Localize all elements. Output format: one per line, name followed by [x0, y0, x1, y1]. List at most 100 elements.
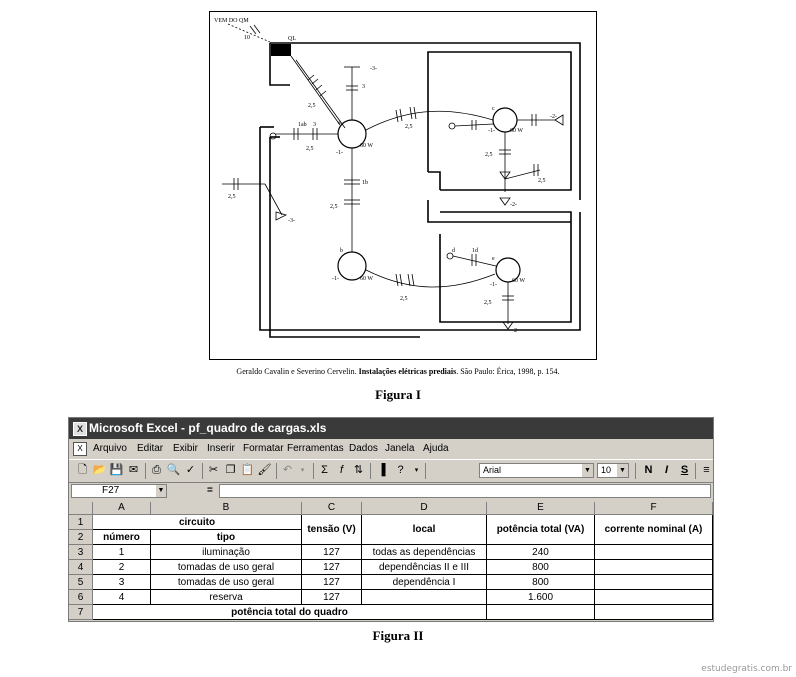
cell-c6[interactable]: 127 — [302, 590, 362, 605]
font-name-select[interactable]: Arial ▼ — [479, 463, 594, 478]
cell-f6[interactable] — [595, 590, 713, 605]
toolbar-separator — [370, 463, 371, 479]
menu-dados[interactable]: Dados — [349, 443, 378, 454]
select-all-corner[interactable] — [69, 502, 93, 515]
cut-icon[interactable]: ✂ — [208, 464, 219, 476]
total-label-cell[interactable]: potência total do quadro — [93, 605, 487, 620]
figure2-caption: Figura II — [372, 628, 424, 643]
underline-icon[interactable]: S — [680, 464, 689, 476]
function-icon[interactable]: f — [339, 464, 344, 476]
undo-dropdown-icon[interactable]: ▾ — [300, 467, 305, 474]
toolbar-options-icon[interactable]: ▾ — [414, 467, 419, 474]
undo-icon[interactable]: ↶ — [282, 464, 293, 476]
excel-window: X Microsoft Excel - pf_quadro de cargas.… — [68, 417, 714, 622]
cell-b3[interactable]: iluminação — [151, 545, 302, 560]
lamp-b-power: 60 W — [360, 276, 373, 282]
save-icon[interactable]: 💾 — [109, 464, 124, 476]
cell-a5[interactable]: 3 — [93, 575, 151, 590]
menu-exibir[interactable]: Exibir — [173, 443, 199, 454]
menu-janela[interactable]: Janela — [385, 443, 415, 454]
cell-a4[interactable]: 2 — [93, 560, 151, 575]
row-header-5[interactable]: 5 — [69, 575, 93, 590]
cell-d5[interactable]: dependência I — [362, 575, 487, 590]
format-painter-icon[interactable]: 🖌 — [257, 464, 272, 476]
column-header-a[interactable]: A — [93, 502, 151, 515]
menu-inserir[interactable]: Inserir — [207, 443, 235, 454]
formula-input[interactable] — [219, 484, 711, 498]
copy-icon[interactable]: ❐ — [225, 464, 236, 476]
column-header-b[interactable]: B — [151, 502, 302, 515]
cell-f7[interactable] — [595, 605, 713, 620]
header-tipo[interactable]: tipo — [151, 530, 302, 545]
cell-f5[interactable] — [595, 575, 713, 590]
circuit-2-c: -2- — [550, 114, 557, 120]
cell-d4[interactable]: dependências II e III — [362, 560, 487, 575]
menu-formatar[interactable]: Formatar — [243, 443, 284, 454]
print-icon[interactable]: ⎙ — [152, 464, 161, 476]
cell-c5[interactable]: 127 — [302, 575, 362, 590]
name-box[interactable]: F27 ▼ — [71, 484, 167, 498]
new-icon[interactable]: 🗋 — [78, 464, 87, 476]
workbook-icon[interactable]: X — [73, 442, 87, 456]
header-potencia[interactable]: potência total (VA) — [487, 515, 595, 545]
circuit-2-mid: -2- — [510, 202, 517, 208]
row-header-6[interactable]: 6 — [69, 590, 93, 605]
row-header-3[interactable]: 3 — [69, 545, 93, 560]
row-header-2[interactable]: 2 — [69, 530, 93, 545]
excel-app-icon[interactable]: X — [73, 422, 87, 436]
menu-editar[interactable]: Editar — [137, 443, 164, 454]
column-header-d[interactable]: D — [362, 502, 487, 515]
cell-a3[interactable]: 1 — [93, 545, 151, 560]
cell-a6[interactable]: 4 — [93, 590, 151, 605]
paste-icon[interactable]: 📋 — [240, 464, 255, 476]
cell-d3[interactable]: todas as dependências — [362, 545, 487, 560]
cell-e6[interactable]: 1.600 — [487, 590, 595, 605]
help-icon[interactable]: ? — [397, 464, 404, 476]
open-icon[interactable]: 📂 — [92, 464, 107, 476]
font-size-select[interactable]: 10 ▼ — [597, 463, 629, 478]
header-circuito[interactable]: circuito — [93, 515, 302, 530]
permission-icon[interactable]: ✉ — [128, 464, 139, 476]
font-size-value: 10 — [601, 465, 612, 475]
row-header-1[interactable]: 1 — [69, 515, 93, 530]
cell-d6[interactable] — [362, 590, 487, 605]
row-header-7[interactable]: 7 — [69, 605, 93, 620]
chart-icon[interactable]: ▐ — [377, 464, 386, 476]
menu-ajuda[interactable]: Ajuda — [423, 443, 449, 454]
cell-c3[interactable]: 127 — [302, 545, 362, 560]
print-preview-icon[interactable]: 🔍 — [166, 464, 181, 476]
cell-e3[interactable]: 240 — [487, 545, 595, 560]
formula-equals-icon[interactable]: = — [207, 485, 213, 496]
chevron-down-icon[interactable]: ▼ — [582, 464, 593, 477]
autosum-icon[interactable]: Σ — [321, 464, 328, 476]
sort-ascending-icon[interactable]: ⇅ — [353, 464, 364, 476]
column-header-e[interactable]: E — [487, 502, 595, 515]
menu-ferramentas[interactable]: Ferramentas — [287, 443, 344, 454]
align-left-icon[interactable]: ≡ — [703, 464, 710, 476]
column-header-c[interactable]: C — [302, 502, 362, 515]
header-local[interactable]: local — [362, 515, 487, 545]
cell-e4[interactable]: 800 — [487, 560, 595, 575]
header-tensao[interactable]: tensão (V) — [302, 515, 362, 545]
bold-icon[interactable]: N — [644, 464, 653, 476]
chevron-down-icon[interactable]: ▼ — [617, 464, 628, 477]
cell-e7[interactable] — [487, 605, 595, 620]
cell-b6[interactable]: reserva — [151, 590, 302, 605]
cell-b4[interactable]: tomadas de uso geral — [151, 560, 302, 575]
header-corrente[interactable]: corrente nominal (A) — [595, 515, 713, 545]
lamp-a-power: 60 W — [360, 143, 373, 149]
cell-c4[interactable]: 127 — [302, 560, 362, 575]
spelling-icon[interactable]: ✓ — [185, 464, 196, 476]
chevron-down-icon[interactable]: ▼ — [156, 485, 166, 497]
toolbar-separator — [145, 463, 146, 479]
cell-f3[interactable] — [595, 545, 713, 560]
title-bar[interactable]: X Microsoft Excel - pf_quadro de cargas.… — [69, 418, 713, 439]
italic-icon[interactable]: I — [664, 464, 669, 476]
menu-arquivo[interactable]: Arquivo — [93, 443, 127, 454]
cell-b5[interactable]: tomadas de uso geral — [151, 575, 302, 590]
row-header-4[interactable]: 4 — [69, 560, 93, 575]
cell-e5[interactable]: 800 — [487, 575, 595, 590]
cell-f4[interactable] — [595, 560, 713, 575]
column-header-f[interactable]: F — [595, 502, 713, 515]
header-numero[interactable]: número — [93, 530, 151, 545]
